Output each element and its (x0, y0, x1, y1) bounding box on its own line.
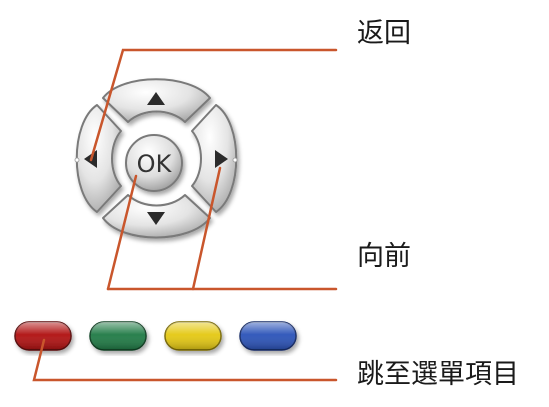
yellow-button-gloss (165, 322, 221, 350)
callout-line-right (191, 166, 222, 291)
right-arrow-icon (215, 150, 228, 168)
back-label: 返回 (357, 18, 411, 49)
right-dot-icon (232, 157, 238, 163)
callout-line-jump (32, 338, 338, 382)
callout-line-back (89, 48, 338, 162)
down-arrow-icon (147, 212, 165, 225)
red-button-gloss (15, 322, 71, 350)
dpad-left-button[interactable] (75, 104, 122, 213)
left-dot-icon (74, 157, 80, 163)
forward-label: 向前 (357, 241, 411, 272)
blue-button-gloss (240, 322, 296, 350)
ok-button-label: OK (137, 150, 173, 178)
callout-line-ok (106, 174, 138, 291)
up-arrow-icon (147, 92, 165, 105)
jump-to-menu-item-label: 跳至選單項目 (357, 359, 519, 390)
callout-lines (32, 48, 338, 382)
dpad-right-button[interactable] (191, 104, 238, 213)
ok-button[interactable] (125, 134, 183, 192)
green-button-gloss (90, 322, 146, 350)
color-buttons (14, 321, 297, 351)
